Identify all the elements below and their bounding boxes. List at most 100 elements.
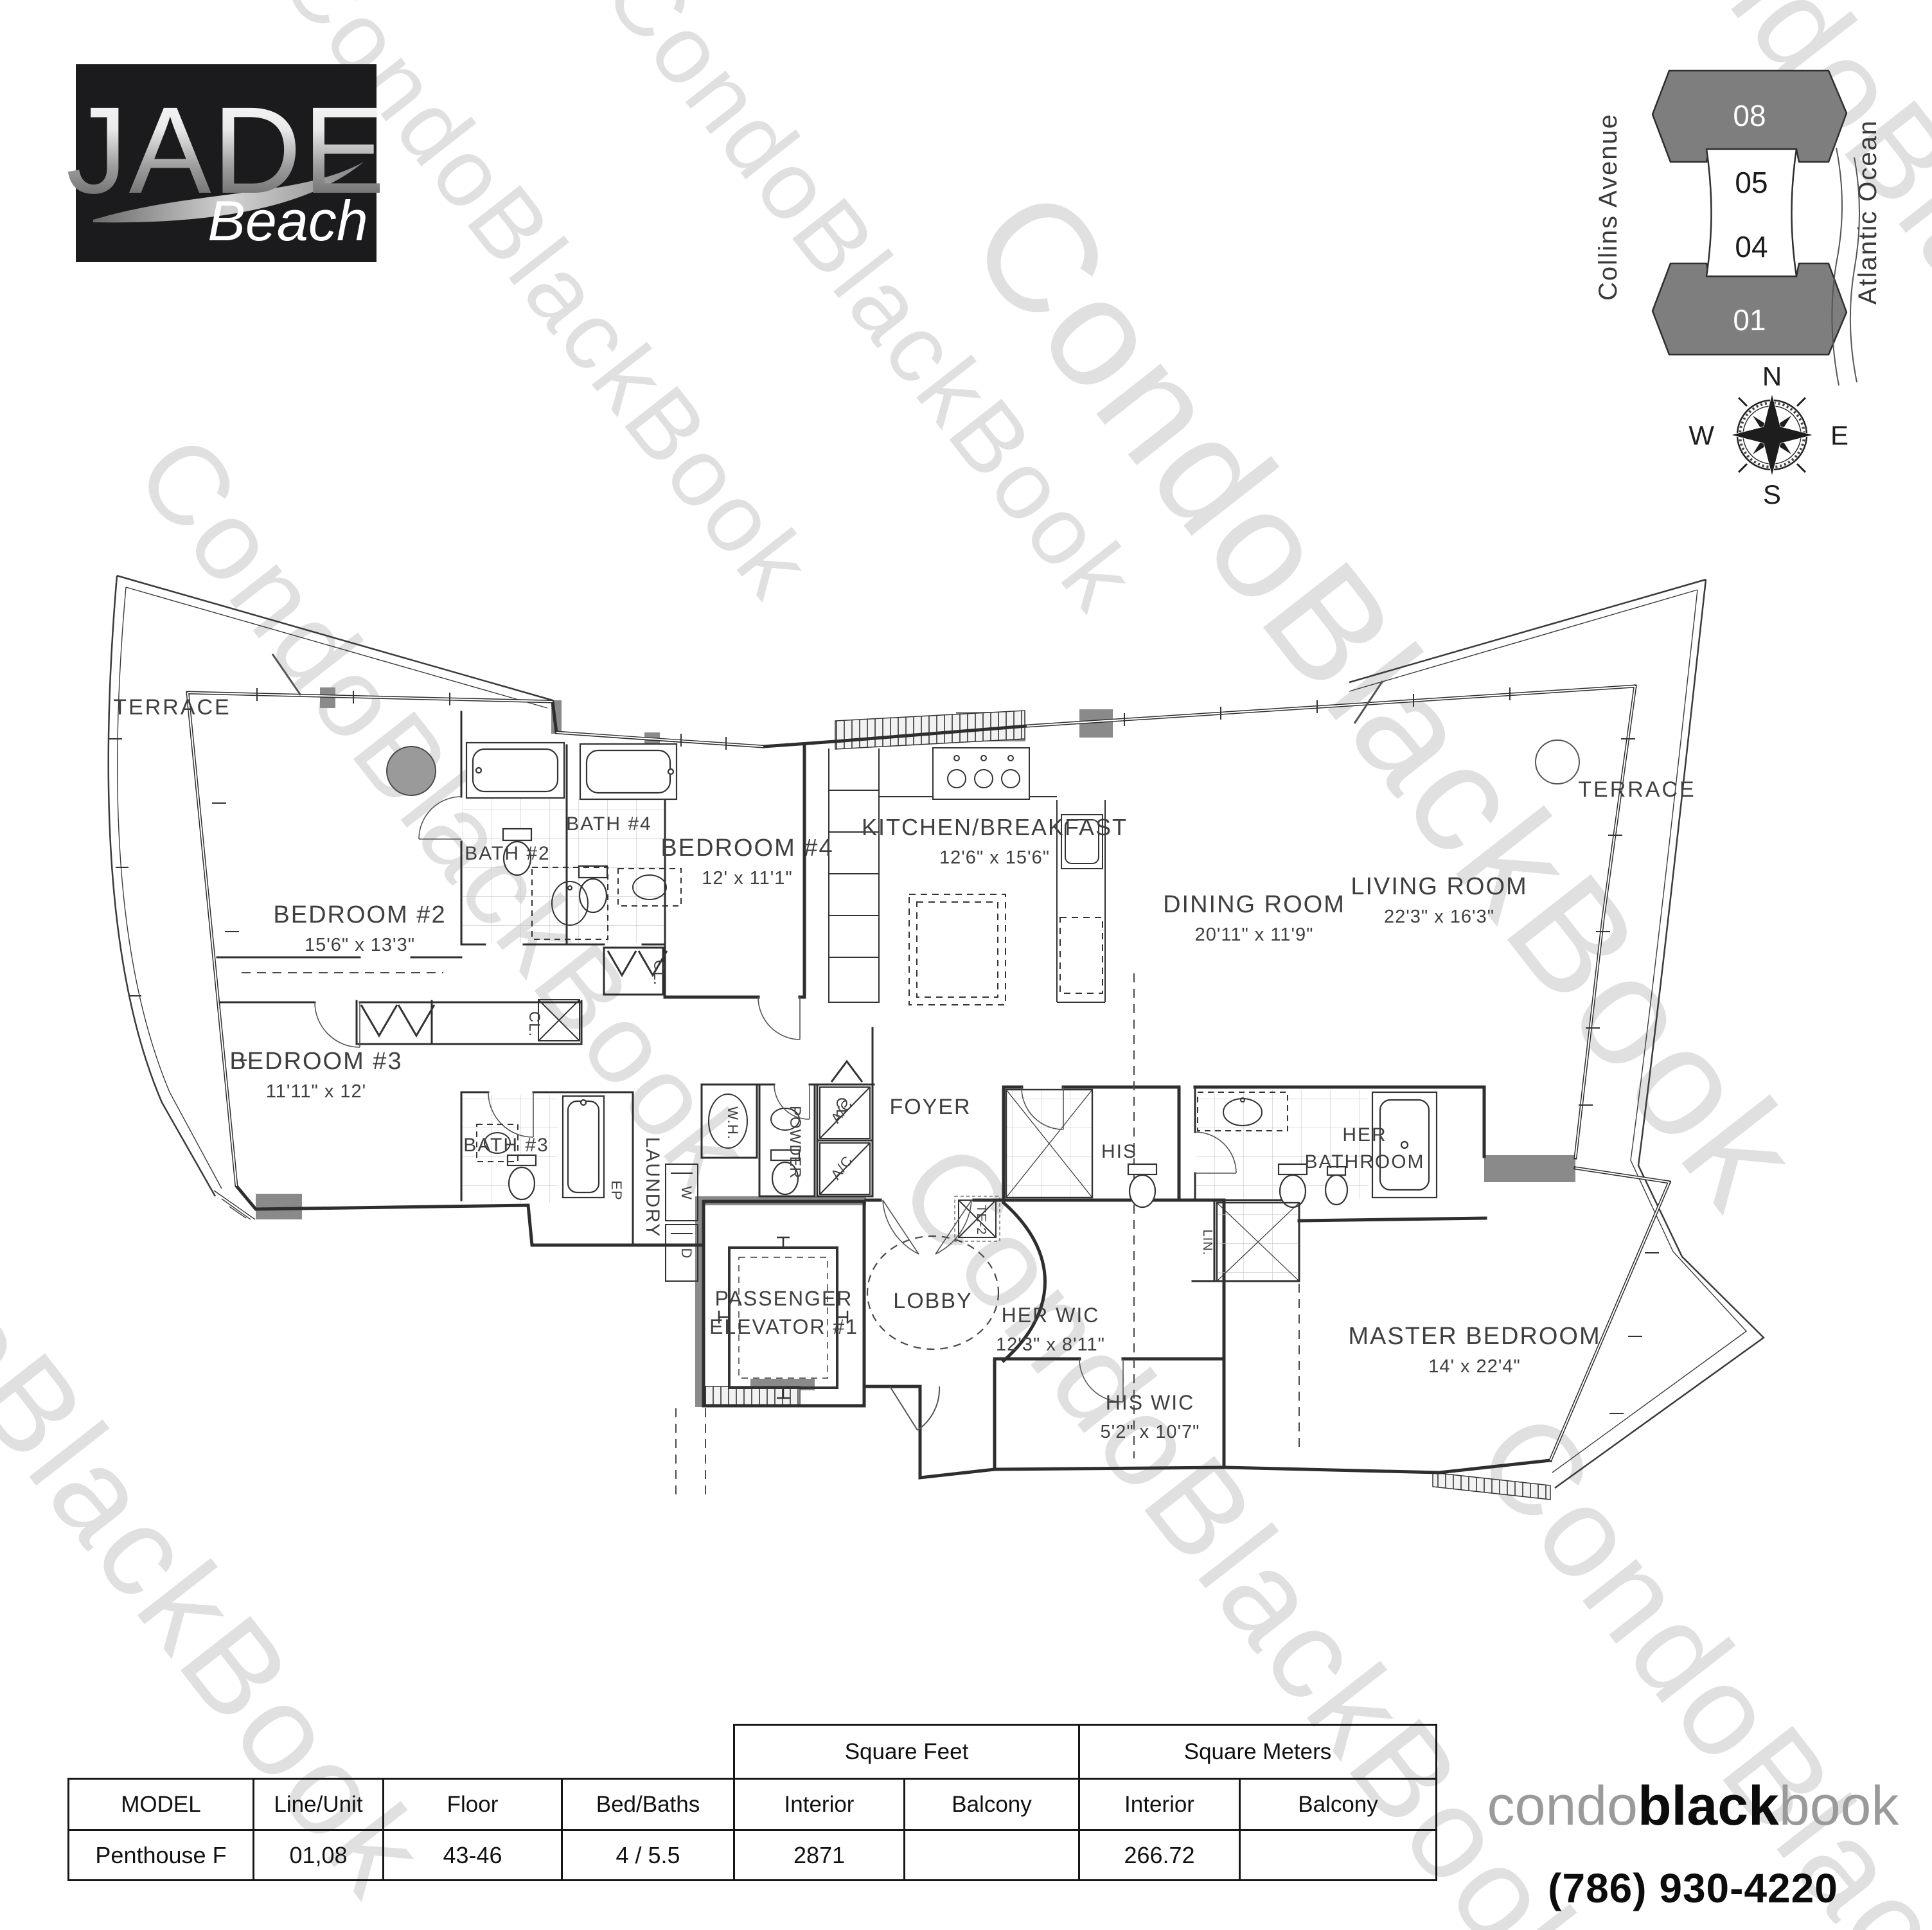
logo-swoosh-icon	[93, 162, 364, 223]
room-label: PASSENGER	[715, 1287, 853, 1310]
room-dims: 15'6" x 13'3"	[305, 935, 415, 955]
cell-sqft-balcony	[903, 1829, 1080, 1881]
laundry-appliances	[665, 1093, 748, 1282]
room-label: HER	[1342, 1124, 1387, 1146]
compass-s: S	[1763, 479, 1781, 509]
room-label: TERRACE	[1578, 777, 1696, 802]
room-label: BATH #2	[465, 843, 551, 864]
fixture-label: LAUNDRY	[642, 1137, 663, 1238]
cell-model: Penthouse F	[67, 1829, 254, 1881]
room-label: BEDROOM #4	[660, 835, 833, 862]
toilets	[502, 828, 1349, 1208]
brand-condo: condo	[1487, 1775, 1638, 1837]
keyplan-unit-01-shape	[1651, 262, 1848, 356]
lobby-circle	[866, 1235, 1000, 1350]
room-dims: 22'3" x 16'3"	[1384, 907, 1494, 927]
header-sqft-interior: Interior	[733, 1778, 905, 1831]
fixture-label: CL.	[833, 1097, 850, 1123]
spec-table: Square Feet Square Meters MODEL Line/Uni…	[67, 1724, 1437, 1881]
logo-bg	[76, 64, 377, 262]
living-round-table	[1535, 739, 1580, 784]
kitchen-island	[908, 894, 1006, 1005]
header-square-meters: Square Meters	[1078, 1724, 1437, 1780]
fixture-label: A/C	[828, 1153, 856, 1183]
room-dims: 12'3" x 8'11"	[996, 1334, 1105, 1355]
compass-e: E	[1830, 420, 1848, 450]
header-model: MODEL	[67, 1778, 254, 1831]
fixture-label: EP	[608, 1180, 625, 1200]
ocean-wave-icon	[1849, 157, 1860, 383]
room-label: MASTER BEDROOM	[1348, 1323, 1600, 1350]
room-label: DINING ROOM	[1163, 891, 1345, 918]
compass-rose-icon: N E S W	[1688, 361, 1848, 509]
street-label: Collins Avenue	[1594, 113, 1622, 301]
room-label: BATH #4	[566, 813, 652, 835]
logo-subtitle: Beach	[208, 189, 368, 252]
logo: JADE Beach	[66, 64, 387, 262]
room-dims: 14' x 22'4"	[1428, 1356, 1521, 1377]
room-label: BEDROOM #2	[273, 901, 446, 928]
shaft-boxes	[538, 999, 1000, 1242]
keyplan-unit-01: 01	[1733, 303, 1766, 337]
bathtubs	[465, 741, 1438, 1199]
room-label: TERRACE	[113, 695, 231, 720]
floorplan-drawing	[107, 574, 1765, 1500]
room-label: HIS	[1101, 1141, 1137, 1162]
cell-floor: 43-46	[382, 1829, 563, 1881]
brand-book: book	[1778, 1775, 1899, 1837]
doors	[271, 653, 1384, 1431]
interior-walls	[216, 711, 1300, 1282]
room-label: BATHROOM	[1304, 1151, 1424, 1173]
header-sqft-balcony: Balcony	[903, 1778, 1080, 1831]
room-labels: TERRACE BEDROOM #2 15'6" x 13'3" BATH #2 BAT…	[113, 695, 1696, 1442]
fixture-label: CL.	[526, 1011, 543, 1037]
fixture-label: CL.	[650, 960, 668, 986]
ocean-label: Atlantic Ocean	[1854, 120, 1882, 305]
dashed-lines	[242, 972, 1300, 1497]
room-label: LOBBY	[893, 1289, 972, 1313]
room-label: HIS WIC	[1106, 1391, 1194, 1414]
room-dims: 12'6" x 15'6"	[939, 847, 1050, 868]
compass-w: W	[1688, 420, 1714, 450]
header-sqm-balcony: Balcony	[1239, 1778, 1437, 1831]
room-label: FOYER	[889, 1095, 971, 1119]
cell-bed-baths: 4 / 5.5	[561, 1829, 735, 1881]
room-label: LIVING ROOM	[1351, 873, 1527, 900]
fixture-label: LIN.	[1200, 1230, 1214, 1256]
stove-icon	[932, 747, 1030, 800]
room-dims: 11'11" x 12'	[266, 1081, 366, 1102]
header-floor: Floor	[382, 1778, 563, 1831]
room-dims: 12' x 11'1"	[702, 868, 792, 889]
keyplan-unit-05: 05	[1735, 166, 1768, 199]
ac-closets	[819, 1086, 871, 1195]
header-sqm-interior: Interior	[1078, 1778, 1241, 1831]
cell-sqm-interior: 266.72	[1078, 1829, 1241, 1881]
room-label: HER WIC	[1002, 1304, 1100, 1327]
header-bed-baths: Bed/Baths	[561, 1778, 735, 1831]
cell-line-unit: 01,08	[253, 1829, 384, 1881]
ocean-wave-icon	[1831, 147, 1843, 386]
fixture-label: POWDER	[786, 1106, 804, 1179]
fixture-label: W.H.	[725, 1106, 741, 1140]
phone-number: (786) 930-4220	[1548, 1865, 1838, 1911]
room-dims: 5'2" x 10'7"	[1101, 1422, 1200, 1442]
bidet-icon	[1324, 1174, 1349, 1206]
room-dims: 20'11" x 11'9"	[1195, 925, 1314, 945]
room-label: ELEVATOR #1	[709, 1315, 858, 1338]
room-label: BATH #3	[463, 1135, 549, 1156]
fixture-label: W	[678, 1186, 695, 1200]
terrace-outlines	[107, 574, 1765, 1489]
fridge-icon	[1059, 917, 1103, 994]
showers	[1005, 1088, 1300, 1282]
header-line-unit: Line/Unit	[253, 1778, 384, 1831]
header-square-feet: Square Feet	[733, 1724, 1080, 1780]
cell-sqm-balcony	[1239, 1829, 1437, 1881]
window-ticks	[109, 687, 1659, 1414]
keyplan-body	[1705, 148, 1798, 278]
logo-title: JADE	[66, 81, 387, 219]
kitchen-fixtures	[828, 747, 1106, 1005]
room-label: KITCHEN/BREAKFAST	[862, 814, 1128, 840]
